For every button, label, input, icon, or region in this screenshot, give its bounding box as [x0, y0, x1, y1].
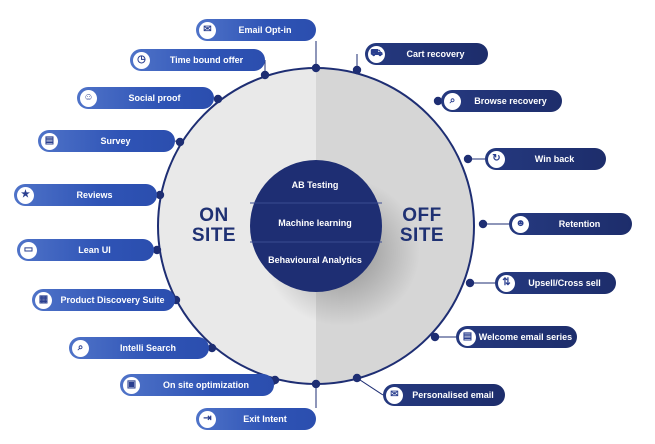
- pill-label: Upsell/Cross sell: [528, 278, 601, 288]
- pill-upsell-cross-sell: ⇅ Upsell/Cross sell: [495, 272, 616, 294]
- box-icon: ▦: [35, 291, 52, 309]
- pill-browse-recovery: ⌕ Browse recovery: [441, 90, 562, 112]
- on-site-half: [158, 68, 316, 384]
- pill-label: Retention: [558, 219, 601, 229]
- connector-dot: [152, 245, 162, 255]
- pill-win-back: ↻ Win back: [485, 148, 606, 170]
- connector-dot: [213, 94, 223, 104]
- pill-label: Product Discovery Suite: [60, 295, 165, 305]
- connector-line: [356, 377, 384, 396]
- connector-dot: [463, 154, 473, 164]
- pill-social-proof: ☺ Social proof: [77, 87, 214, 109]
- pill-label: On site optimization: [162, 380, 249, 390]
- cart-icon: ⛟: [368, 45, 385, 63]
- pill-exit-intent: ⇥ Exit Intent: [196, 408, 316, 430]
- connector-dot: [311, 63, 321, 73]
- people-icon: ☺: [80, 89, 97, 107]
- connector-dot: [352, 65, 362, 75]
- email-icon: ✉: [199, 21, 216, 39]
- exit-icon: ⇥: [199, 410, 216, 428]
- pill-retention: ☻ Retention: [509, 213, 632, 235]
- pill-label: Intelli Search: [119, 343, 177, 353]
- connector-dot: [155, 190, 165, 200]
- center-item-machine-learning: Machine learning: [278, 218, 352, 228]
- pill-label: Personalised email: [412, 390, 494, 400]
- pill-label: Browse recovery: [474, 96, 547, 106]
- connector-dot: [433, 96, 443, 106]
- connector-dot: [352, 373, 362, 383]
- rating-icon: ★: [17, 186, 34, 204]
- off-site-label-line1: OFF: [402, 205, 442, 226]
- connector-dot: [207, 343, 217, 353]
- search-icon: ⌕: [72, 339, 89, 357]
- refresh-icon: ↻: [488, 150, 505, 168]
- center-item-ab-testing: AB Testing: [291, 180, 339, 190]
- off-site-label: OFF SITE: [392, 206, 452, 246]
- pill-cart-recovery: ⛟ Cart recovery: [365, 43, 488, 65]
- user-icon: ☻: [512, 215, 529, 233]
- on-site-label-line1: ON: [199, 205, 229, 226]
- pill-label: Email Opt-in: [238, 25, 292, 35]
- pill-label: Exit Intent: [243, 414, 287, 424]
- connector-dot: [430, 332, 440, 342]
- center-item-behavioural-analytics: Behavioural Analytics: [268, 255, 362, 265]
- pill-label: Cart recovery: [406, 49, 465, 59]
- connector-dot: [478, 219, 488, 229]
- on-site-label: ON SITE: [186, 206, 242, 246]
- connector-dot: [260, 70, 270, 80]
- center-circle: [250, 160, 382, 292]
- upsell-icon: ⇅: [498, 274, 515, 292]
- pill-on-site-optimization: ▣ On site optimization: [120, 374, 274, 396]
- pill-lean-ui: ▭ Lean UI: [17, 239, 154, 261]
- pill-label: Welcome email series: [478, 332, 573, 342]
- pill-reviews: ★ Reviews: [14, 184, 157, 206]
- pill-welcome-email-series: ▤ Welcome email series: [456, 326, 577, 348]
- inbox-icon: ▤: [459, 328, 476, 346]
- pill-personalised-email: ✉ Personalised email: [383, 384, 505, 406]
- pill-label: Social proof: [128, 93, 181, 103]
- off-site-label-line2: SITE: [399, 225, 445, 246]
- browse-icon: ⌕: [444, 92, 461, 110]
- pill-label: Time bound offer: [169, 55, 244, 65]
- pill-survey: ▤ Survey: [38, 130, 175, 152]
- monitor-icon: ▣: [123, 376, 140, 394]
- connector-dots: [152, 63, 488, 389]
- connector-dot: [175, 137, 185, 147]
- pill-label: Win back: [534, 154, 575, 164]
- connector-dot: [465, 278, 475, 288]
- pill-label: Lean UI: [78, 245, 111, 255]
- pill-time-bound-offer: ◷ Time bound offer: [130, 49, 265, 71]
- clipboard-icon: ▤: [41, 132, 58, 150]
- pill-intelli-search: ⌕ Intelli Search: [69, 337, 209, 359]
- screen-icon: ▭: [20, 241, 37, 259]
- pill-product-discovery-suite: ▦ Product Discovery Suite: [32, 289, 175, 311]
- email-icon: ✉: [386, 386, 403, 404]
- connector-dot: [311, 379, 321, 389]
- timer-icon: ◷: [133, 51, 150, 69]
- pill-label: Survey: [100, 136, 131, 146]
- pill-email-opt-in: ✉ Email Opt-in: [196, 19, 316, 41]
- on-site-label-line2: SITE: [191, 225, 237, 246]
- pill-label: Reviews: [76, 190, 113, 200]
